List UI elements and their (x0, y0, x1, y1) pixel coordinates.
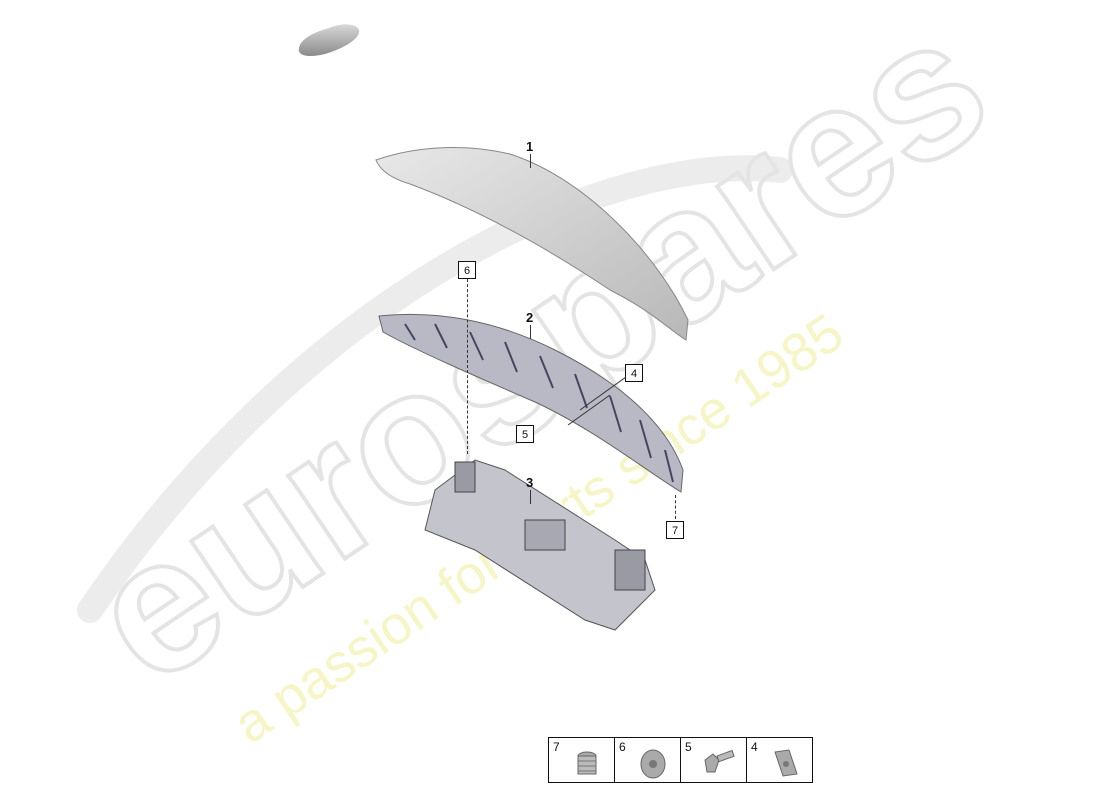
washer-nut-icon (640, 749, 666, 779)
callout-6[interactable]: 6 (458, 261, 476, 279)
leader-line-6 (467, 279, 468, 454)
legend-item-6[interactable]: 6 (615, 738, 681, 782)
callout-4[interactable]: 4 (625, 364, 643, 382)
legend-item-5[interactable]: 5 (681, 738, 747, 782)
car-thumbnail-icon (298, 24, 360, 56)
part-number-1: 1 (526, 139, 534, 154)
screw-with-washer-icon (704, 749, 735, 773)
spoiler-wing-part[interactable] (370, 140, 700, 350)
legend-item-4[interactable]: 4 (747, 738, 812, 782)
wing-inner-panel-part[interactable] (375, 310, 695, 500)
leader-lines-4-5 (567, 376, 627, 426)
leader-line (530, 490, 531, 504)
leader-line (530, 154, 531, 168)
clip-nut-icon (774, 749, 798, 777)
threaded-insert-icon (577, 751, 597, 775)
fastener-legend: 7 6 5 4 (548, 737, 813, 783)
part-number-3: 3 (526, 475, 534, 490)
part-number-2: 2 (526, 310, 534, 325)
legend-item-7[interactable]: 7 (549, 738, 615, 782)
callout-7[interactable]: 7 (666, 521, 684, 539)
spoiler-mechanism-part[interactable] (415, 450, 665, 645)
leader-line-7 (675, 495, 676, 519)
callout-5[interactable]: 5 (516, 425, 534, 443)
leader-line (530, 325, 531, 339)
